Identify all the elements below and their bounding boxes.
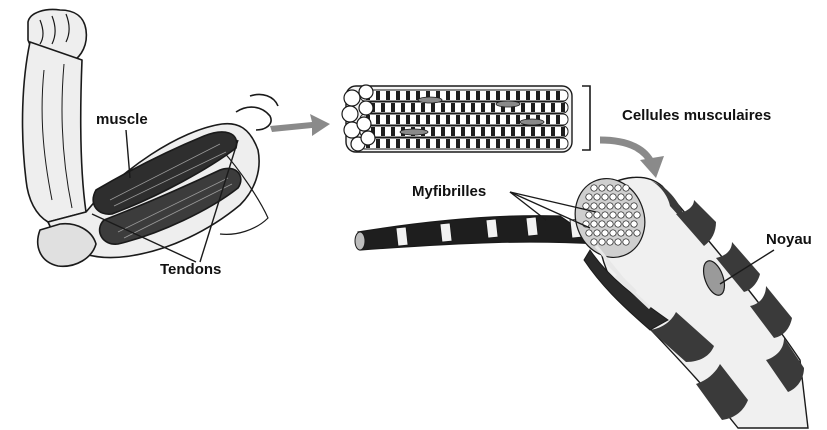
label-tendons: Tendons (160, 261, 221, 278)
label-cells: Cellules musculaires (622, 107, 771, 124)
fiber-bundle (342, 85, 572, 152)
zoom-arrow-2 (600, 140, 664, 178)
zoom-arrow-1 (270, 114, 330, 136)
myofibril (355, 216, 600, 250)
label-nucleus: Noyau (766, 231, 812, 248)
arm-illustration (23, 10, 278, 267)
shoulder-bone (236, 94, 278, 130)
label-muscle: muscle (96, 111, 148, 128)
label-myofibrils: Myfibrilles (412, 183, 486, 200)
muscle-cell (564, 169, 808, 428)
forearm (23, 42, 86, 222)
bundle-bracket (582, 86, 590, 150)
